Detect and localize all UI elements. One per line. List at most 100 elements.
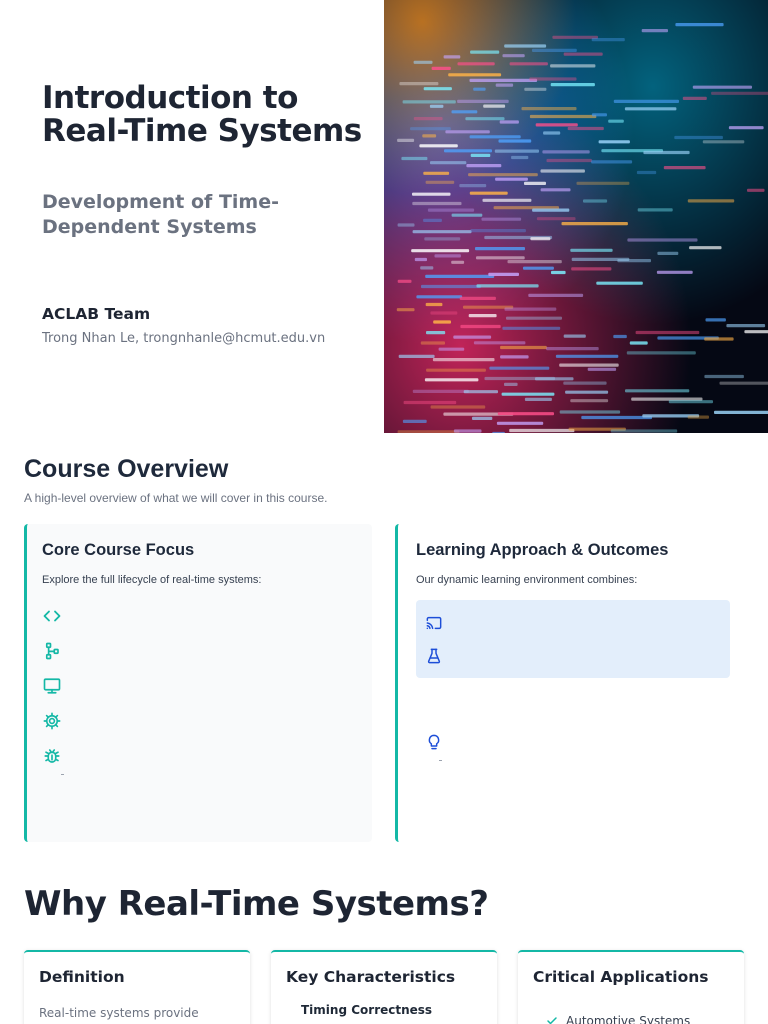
code-streak bbox=[483, 104, 506, 108]
code-streak bbox=[509, 428, 575, 433]
code-streak bbox=[430, 161, 467, 165]
code-streak bbox=[702, 140, 745, 144]
code-streak bbox=[552, 35, 598, 39]
code-streak bbox=[468, 314, 497, 318]
code-streak bbox=[459, 296, 496, 300]
code-streak bbox=[433, 320, 451, 324]
code-streak bbox=[397, 223, 415, 227]
code-streak bbox=[470, 229, 526, 233]
code-streak bbox=[511, 155, 529, 160]
code-streak bbox=[530, 237, 551, 241]
key-characteristics-title: Key Characteristics bbox=[286, 968, 456, 986]
code-streak bbox=[463, 305, 514, 309]
cast-icon bbox=[426, 615, 442, 631]
code-streak bbox=[507, 260, 562, 264]
code-streak bbox=[397, 430, 460, 433]
code-streak bbox=[472, 416, 493, 420]
hero-title: Introduction to Real-Time Systems bbox=[42, 80, 362, 149]
code-streak bbox=[532, 208, 570, 212]
hero-team: ACLAB Team bbox=[42, 305, 151, 323]
code-streak bbox=[453, 335, 492, 339]
code-streak bbox=[414, 257, 427, 262]
code-streak bbox=[419, 144, 458, 148]
learning-approach-title: Learning Approach & Outcomes bbox=[416, 541, 669, 559]
code-streak bbox=[495, 177, 528, 181]
code-streak bbox=[576, 181, 630, 185]
code-streak bbox=[591, 113, 607, 117]
code-streak bbox=[465, 117, 505, 121]
code-streak bbox=[637, 208, 673, 212]
monitor-icon bbox=[43, 677, 61, 695]
code-streak bbox=[403, 400, 457, 405]
code-streak bbox=[497, 412, 554, 416]
code-streak bbox=[504, 44, 547, 48]
code-streak bbox=[570, 399, 609, 403]
placeholder-dot bbox=[439, 760, 442, 761]
code-streak bbox=[608, 119, 624, 123]
code-streak bbox=[551, 270, 566, 275]
code-streak bbox=[613, 99, 679, 103]
code-streak bbox=[555, 354, 619, 358]
code-streak bbox=[726, 324, 766, 328]
code-streak bbox=[635, 330, 700, 335]
code-streak bbox=[488, 272, 519, 276]
code-streak bbox=[431, 66, 451, 70]
code-streak bbox=[411, 249, 470, 253]
code-streak bbox=[402, 100, 456, 104]
code-streak bbox=[546, 347, 599, 351]
code-background-graphic bbox=[384, 0, 768, 433]
code-streak bbox=[705, 318, 726, 322]
code-streak bbox=[430, 405, 486, 409]
code-streak bbox=[470, 153, 491, 157]
definition-text: Real-time systems provide outputs bbox=[39, 1006, 199, 1020]
code-streak bbox=[401, 156, 428, 161]
code-streak bbox=[489, 366, 550, 370]
code-streak bbox=[610, 429, 678, 433]
code-streak bbox=[500, 355, 529, 359]
code-streak bbox=[641, 29, 668, 33]
code-streak bbox=[457, 62, 495, 66]
code-streak bbox=[457, 99, 509, 103]
code-streak bbox=[536, 217, 576, 221]
code-streak bbox=[499, 120, 519, 124]
code-streak bbox=[570, 248, 613, 252]
code-streak bbox=[396, 308, 415, 312]
hero-text-panel: Introduction to Real-Time Systems Develo… bbox=[0, 0, 384, 433]
code-streak bbox=[502, 326, 561, 330]
code-streak bbox=[583, 199, 608, 203]
code-streak bbox=[535, 123, 578, 127]
code-streak bbox=[492, 431, 505, 433]
code-streak bbox=[500, 345, 547, 350]
code-streak bbox=[412, 192, 451, 196]
code-streak bbox=[399, 82, 439, 86]
code-streak bbox=[704, 374, 744, 379]
code-streak bbox=[663, 166, 706, 170]
lightbulb-icon bbox=[426, 734, 442, 752]
critical-applications-card: Critical Applications Automotive Systems bbox=[518, 950, 744, 1024]
code-streak bbox=[529, 77, 577, 81]
code-streak bbox=[469, 135, 521, 139]
code-streak bbox=[476, 284, 539, 288]
code-streak bbox=[657, 251, 679, 255]
code-streak bbox=[429, 104, 444, 108]
code-streak bbox=[563, 381, 607, 385]
code-streak bbox=[494, 149, 539, 153]
code-streak bbox=[502, 54, 525, 58]
application-item-label: Automotive Systems bbox=[566, 1014, 691, 1024]
code-streak bbox=[642, 414, 700, 418]
code-streak bbox=[529, 114, 597, 119]
code-streak bbox=[410, 127, 451, 131]
code-streak bbox=[567, 126, 604, 131]
code-streak bbox=[504, 382, 518, 386]
code-streak bbox=[524, 181, 546, 185]
gear-icon bbox=[43, 712, 61, 730]
flask-icon bbox=[426, 648, 442, 664]
core-course-focus-card: Core Course Focus Explore the full lifec… bbox=[24, 524, 372, 842]
code-streak bbox=[613, 334, 627, 339]
check-icon bbox=[546, 1015, 558, 1024]
code-streak bbox=[563, 334, 586, 338]
code-streak bbox=[543, 131, 561, 135]
code-streak bbox=[627, 238, 698, 242]
code-streak bbox=[427, 208, 475, 212]
definition-card: Definition Real-time systems provide out… bbox=[24, 950, 250, 1024]
